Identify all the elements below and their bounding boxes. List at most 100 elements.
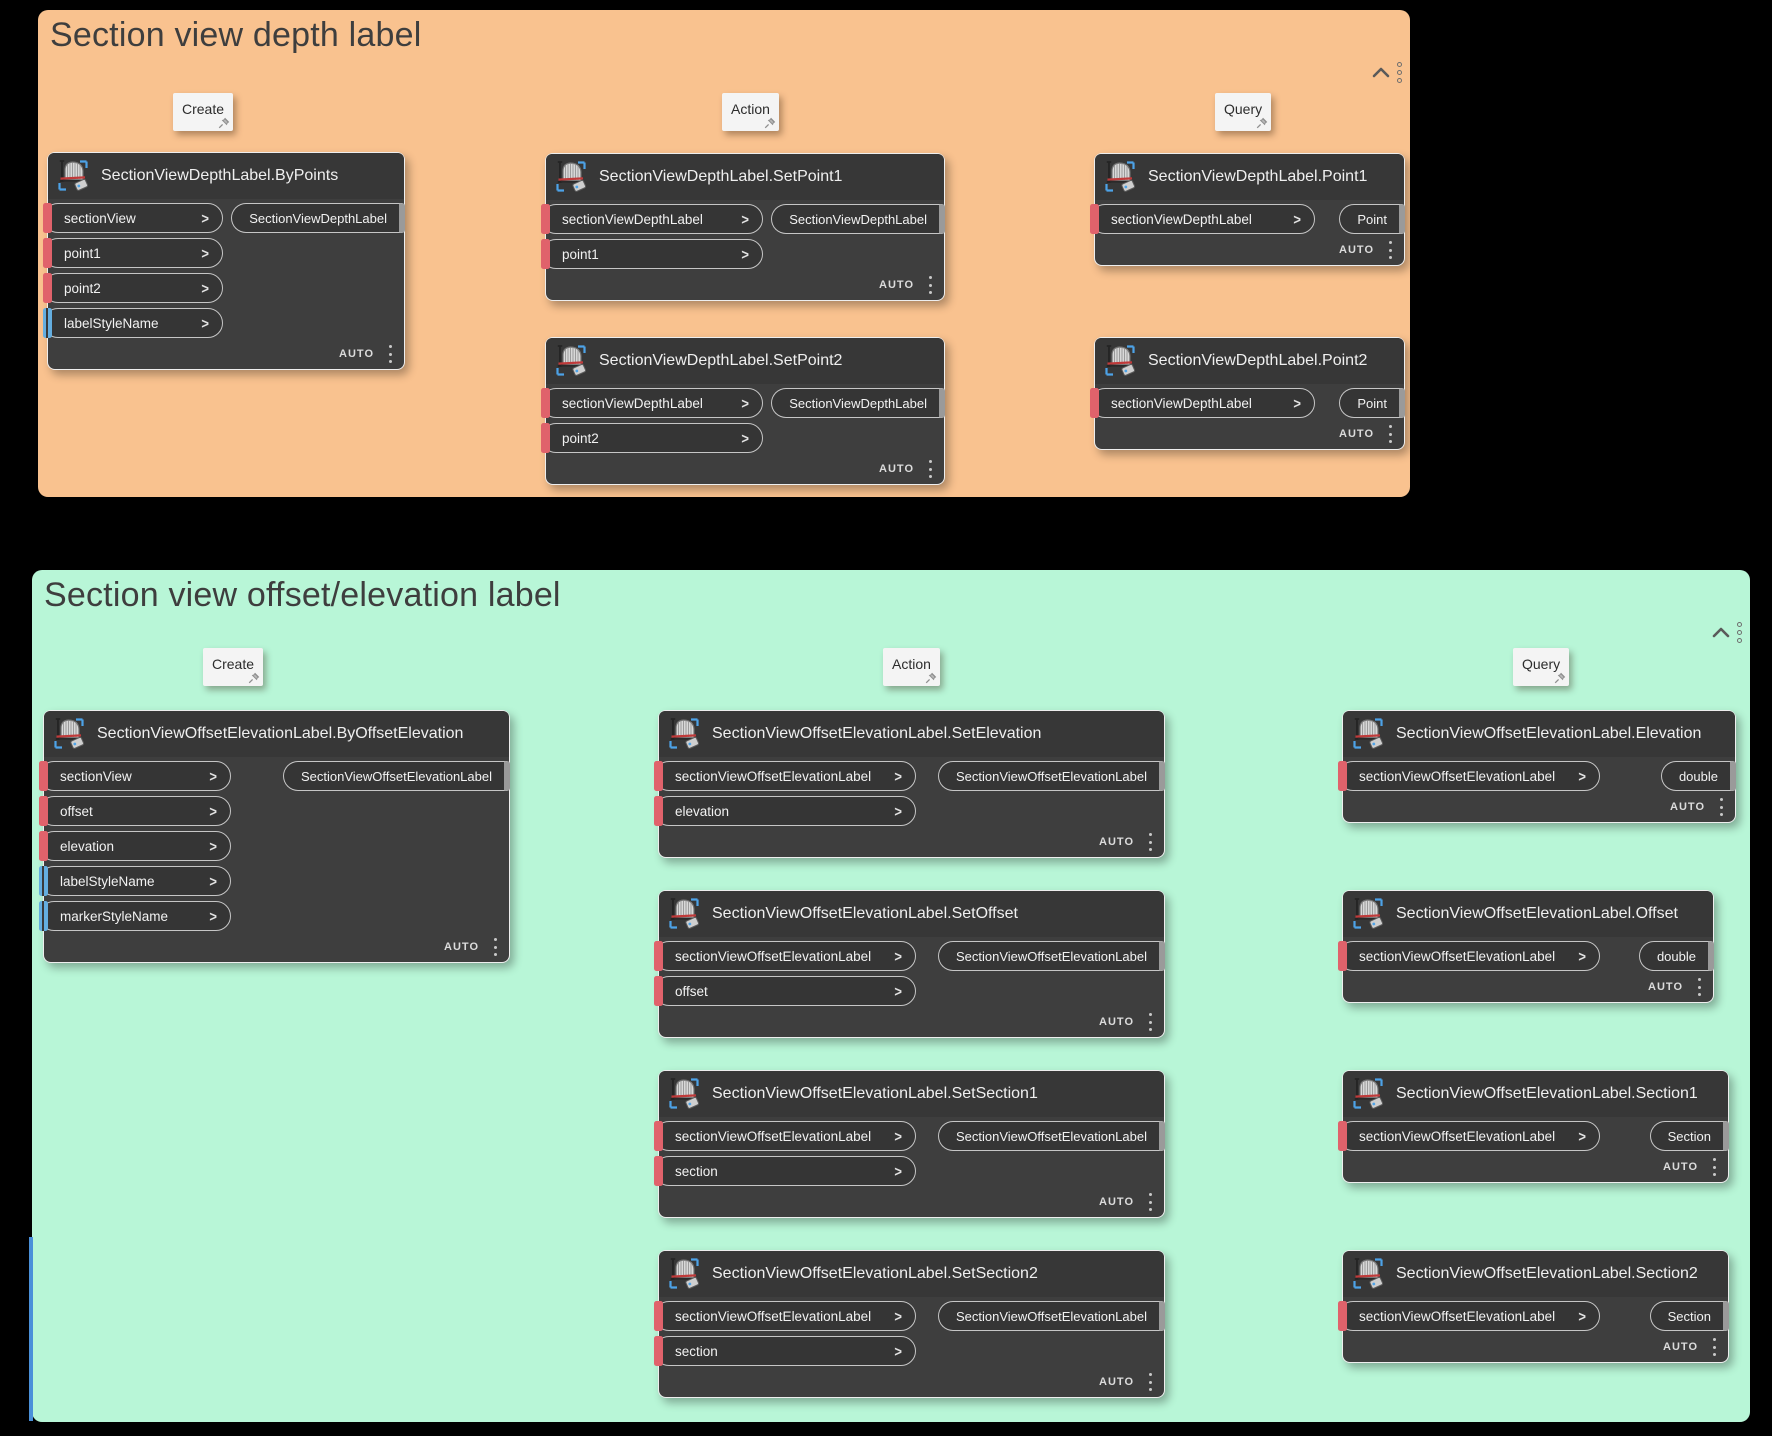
output-port[interactable]: SectionViewOffsetElevationLabel	[937, 1121, 1165, 1151]
collapse-group-icon[interactable]	[1712, 627, 1730, 638]
output-port[interactable]: Point	[1339, 204, 1405, 234]
lacing-label[interactable]: AUTO	[879, 279, 914, 291]
input-port[interactable]: sectionViewOffsetElevationLabel >	[654, 1121, 916, 1151]
lacing-label[interactable]: AUTO	[339, 348, 374, 360]
node[interactable]: SectionViewDepthLabel.ByPoints sectionVi…	[43, 152, 405, 370]
node-context-menu-icon[interactable]	[1149, 831, 1152, 853]
group-title[interactable]: Section view depth label	[50, 16, 422, 54]
node-header[interactable]: SectionViewDepthLabel.SetPoint1	[546, 154, 944, 200]
group-title[interactable]: Section view offset/elevation label	[44, 576, 561, 614]
node-header[interactable]: SectionViewOffsetElevationLabel.SetOffse…	[659, 891, 1164, 937]
input-port[interactable]: point1 >	[541, 239, 763, 269]
input-port[interactable]: sectionViewDepthLabel >	[541, 204, 763, 234]
output-port[interactable]: SectionViewOffsetElevationLabel	[282, 761, 510, 791]
node-header[interactable]: SectionViewDepthLabel.SetPoint2	[546, 338, 944, 384]
node[interactable]: SectionViewOffsetElevationLabel.SetSecti…	[654, 1250, 1165, 1398]
input-port[interactable]: elevation >	[39, 831, 231, 861]
lacing-label[interactable]: AUTO	[1663, 1161, 1698, 1173]
input-port[interactable]: point1 >	[43, 238, 223, 268]
input-port[interactable]: elevation >	[654, 796, 916, 826]
node-context-menu-icon[interactable]	[1720, 796, 1723, 818]
input-port[interactable]: section >	[654, 1336, 916, 1366]
node[interactable]: SectionViewOffsetElevationLabel.ByOffset…	[39, 710, 510, 963]
input-port[interactable]: sectionView >	[39, 761, 231, 791]
output-port[interactable]: SectionViewOffsetElevationLabel	[937, 761, 1165, 791]
node[interactable]: SectionViewDepthLabel.Point2 sectionView…	[1090, 337, 1405, 450]
node-context-menu-icon[interactable]	[1149, 1011, 1152, 1033]
node-context-menu-icon[interactable]	[389, 343, 392, 365]
node-context-menu-icon[interactable]	[929, 274, 932, 296]
node[interactable]: SectionViewOffsetElevationLabel.Section2…	[1338, 1250, 1729, 1363]
output-port[interactable]: Section	[1649, 1301, 1729, 1331]
input-port[interactable]: sectionViewOffsetElevationLabel >	[1338, 761, 1600, 791]
pinned-note[interactable]: Query	[1215, 93, 1272, 131]
output-port[interactable]: double	[1660, 761, 1736, 791]
node[interactable]: SectionViewDepthLabel.Point1 sectionView…	[1090, 153, 1405, 266]
node-context-menu-icon[interactable]	[1389, 423, 1392, 445]
node[interactable]: SectionViewDepthLabel.SetPoint1 sectionV…	[541, 153, 945, 301]
output-port[interactable]: Section	[1649, 1121, 1729, 1151]
input-port[interactable]: offset >	[654, 976, 916, 1006]
node-context-menu-icon[interactable]	[1713, 1336, 1716, 1358]
input-port[interactable]: sectionViewOffsetElevationLabel >	[1338, 1121, 1600, 1151]
node[interactable]: SectionViewOffsetElevationLabel.SetSecti…	[654, 1070, 1165, 1218]
output-port[interactable]: SectionViewOffsetElevationLabel	[937, 941, 1165, 971]
pinned-note[interactable]: Action	[883, 648, 940, 686]
input-port[interactable]: sectionViewOffsetElevationLabel >	[654, 941, 916, 971]
lacing-label[interactable]: AUTO	[1648, 981, 1683, 993]
group-context-menu-icon[interactable]	[1397, 60, 1402, 84]
output-port[interactable]: SectionViewOffsetElevationLabel	[937, 1301, 1165, 1331]
node-group[interactable]: Section view offset/elevation label Crea…	[32, 570, 1750, 1422]
node-header[interactable]: SectionViewOffsetElevationLabel.Offset	[1343, 891, 1713, 937]
input-port[interactable]: sectionViewDepthLabel >	[1090, 204, 1315, 234]
node-header[interactable]: SectionViewOffsetElevationLabel.Section2	[1343, 1251, 1728, 1297]
group-context-menu-icon[interactable]	[1737, 620, 1742, 644]
node-context-menu-icon[interactable]	[929, 458, 932, 480]
node-header[interactable]: SectionViewDepthLabel.Point1	[1095, 154, 1404, 200]
input-port[interactable]: sectionViewOffsetElevationLabel >	[1338, 1301, 1600, 1331]
lacing-label[interactable]: AUTO	[1099, 1016, 1134, 1028]
node-header[interactable]: SectionViewDepthLabel.ByPoints	[48, 153, 404, 199]
input-port[interactable]: sectionViewOffsetElevationLabel >	[1338, 941, 1600, 971]
node-group[interactable]: Section view depth label Create Action	[38, 10, 1410, 497]
node-context-menu-icon[interactable]	[1713, 1156, 1716, 1178]
input-port[interactable]: sectionViewDepthLabel >	[541, 388, 763, 418]
output-port[interactable]: SectionViewDepthLabel	[771, 388, 945, 418]
output-port[interactable]: Point	[1339, 388, 1405, 418]
input-port[interactable]: point2 >	[43, 273, 223, 303]
node-header[interactable]: SectionViewOffsetElevationLabel.Section1	[1343, 1071, 1728, 1117]
lacing-label[interactable]: AUTO	[1099, 836, 1134, 848]
pinned-note[interactable]: Create	[203, 648, 264, 686]
node-header[interactable]: SectionViewOffsetElevationLabel.Elevatio…	[1343, 711, 1735, 757]
node-context-menu-icon[interactable]	[1389, 239, 1392, 261]
node-context-menu-icon[interactable]	[1149, 1371, 1152, 1393]
lacing-label[interactable]: AUTO	[1099, 1376, 1134, 1388]
lacing-label[interactable]: AUTO	[1099, 1196, 1134, 1208]
node-header[interactable]: SectionViewOffsetElevationLabel.SetSecti…	[659, 1071, 1164, 1117]
lacing-label[interactable]: AUTO	[879, 463, 914, 475]
input-port[interactable]: section >	[654, 1156, 916, 1186]
node[interactable]: SectionViewDepthLabel.SetPoint2 sectionV…	[541, 337, 945, 485]
input-port[interactable]: labelStyleName >	[43, 308, 223, 338]
input-port[interactable]: sectionViewDepthLabel >	[1090, 388, 1315, 418]
pinned-note[interactable]: Action	[722, 93, 779, 131]
lacing-label[interactable]: AUTO	[1339, 244, 1374, 256]
node-header[interactable]: SectionViewOffsetElevationLabel.SetEleva…	[659, 711, 1164, 757]
input-port[interactable]: markerStyleName >	[39, 901, 231, 931]
collapse-group-icon[interactable]	[1372, 67, 1390, 78]
node-header[interactable]: SectionViewOffsetElevationLabel.SetSecti…	[659, 1251, 1164, 1297]
lacing-label[interactable]: AUTO	[1663, 1341, 1698, 1353]
node-context-menu-icon[interactable]	[1698, 976, 1701, 998]
node[interactable]: SectionViewOffsetElevationLabel.SetOffse…	[654, 890, 1165, 1038]
node[interactable]: SectionViewOffsetElevationLabel.Elevatio…	[1338, 710, 1736, 823]
output-port[interactable]: SectionViewDepthLabel	[771, 204, 945, 234]
output-port[interactable]: SectionViewDepthLabel	[231, 203, 405, 233]
input-port[interactable]: sectionView >	[43, 203, 223, 233]
input-port[interactable]: offset >	[39, 796, 231, 826]
input-port[interactable]: labelStyleName >	[39, 866, 231, 896]
input-port[interactable]: sectionViewOffsetElevationLabel >	[654, 1301, 916, 1331]
node[interactable]: SectionViewOffsetElevationLabel.Section1…	[1338, 1070, 1729, 1183]
node-header[interactable]: SectionViewOffsetElevationLabel.ByOffset…	[44, 711, 509, 757]
lacing-label[interactable]: AUTO	[1339, 428, 1374, 440]
